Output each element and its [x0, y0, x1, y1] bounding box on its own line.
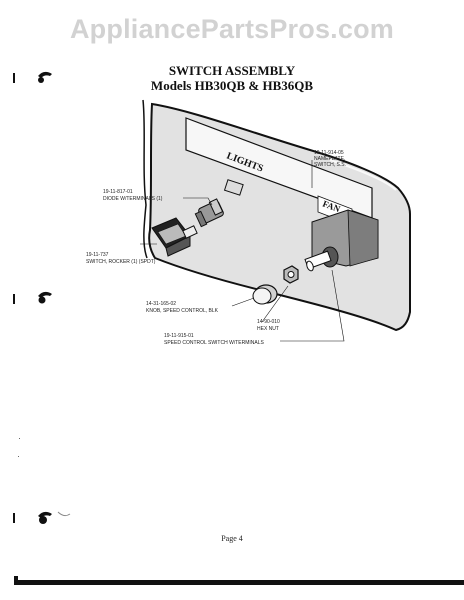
callout-knob-part: 14-31-165-02	[146, 301, 176, 307]
callout-nameplate-part: 19-11-914-05	[314, 150, 344, 156]
callout-hexnut-desc: HEX NUT	[257, 326, 279, 332]
callout-diode-desc: DIODE W/TERMINALS (1)	[103, 196, 163, 202]
callout-hexnut: 14-90-010 HEX NUT	[257, 319, 280, 332]
leader-lines	[140, 160, 345, 342]
callout-nameplate: 19-11-914-05 NAMEPLATE, SWITCH, S.S.	[314, 150, 346, 168]
bottom-edge-bar	[14, 576, 464, 585]
callout-diode: 19-11-817-01 DIODE W/TERMINALS (1)	[103, 189, 163, 202]
callout-diode-part: 19-11-817-01	[103, 189, 133, 195]
speed-control-knob	[252, 284, 278, 305]
callout-rocker-desc: SWITCH, ROCKER (1) (SPDT)	[86, 259, 156, 265]
diagram-subtitle: Models HB30QB & HB36QB	[150, 78, 314, 93]
callout-nameplate-desc1: NAMEPLATE,	[314, 156, 345, 162]
binder-hole-marks	[13, 71, 71, 524]
scan-specks	[18, 438, 20, 457]
callout-knob: 14-31-165-02 KNOB, SPEED CONTROL, BLK	[146, 301, 219, 314]
rocker-switch	[151, 217, 198, 257]
speed-control-switch	[304, 246, 339, 272]
callout-nameplate-desc2: SWITCH, S.S.	[314, 162, 346, 168]
diode-with-terminals	[194, 198, 224, 228]
hex-nut	[283, 265, 299, 284]
callout-rocker-part: 19-11-737	[86, 252, 109, 258]
callout-rocker: 19-11-737 SWITCH, ROCKER (1) (SPDT)	[86, 252, 156, 265]
callout-speed-desc: SPEED CONTROL SWITCH W/TERMINALS	[164, 340, 264, 346]
callout-speed-part: 19-11-915-01	[164, 333, 194, 339]
callout-speed-control: 19-11-915-01 SPEED CONTROL SWITCH W/TERM…	[164, 333, 264, 346]
watermark-text: AppliancePartsPros.com	[69, 14, 394, 44]
page-number: Page 4	[221, 534, 243, 543]
diagram-title: SWITCH ASSEMBLY	[168, 63, 296, 78]
rocker-switch-opening	[223, 179, 244, 196]
callout-knob-desc: KNOB, SPEED CONTROL, BLK	[146, 308, 219, 314]
callout-hexnut-part: 14-90-010	[257, 319, 280, 325]
